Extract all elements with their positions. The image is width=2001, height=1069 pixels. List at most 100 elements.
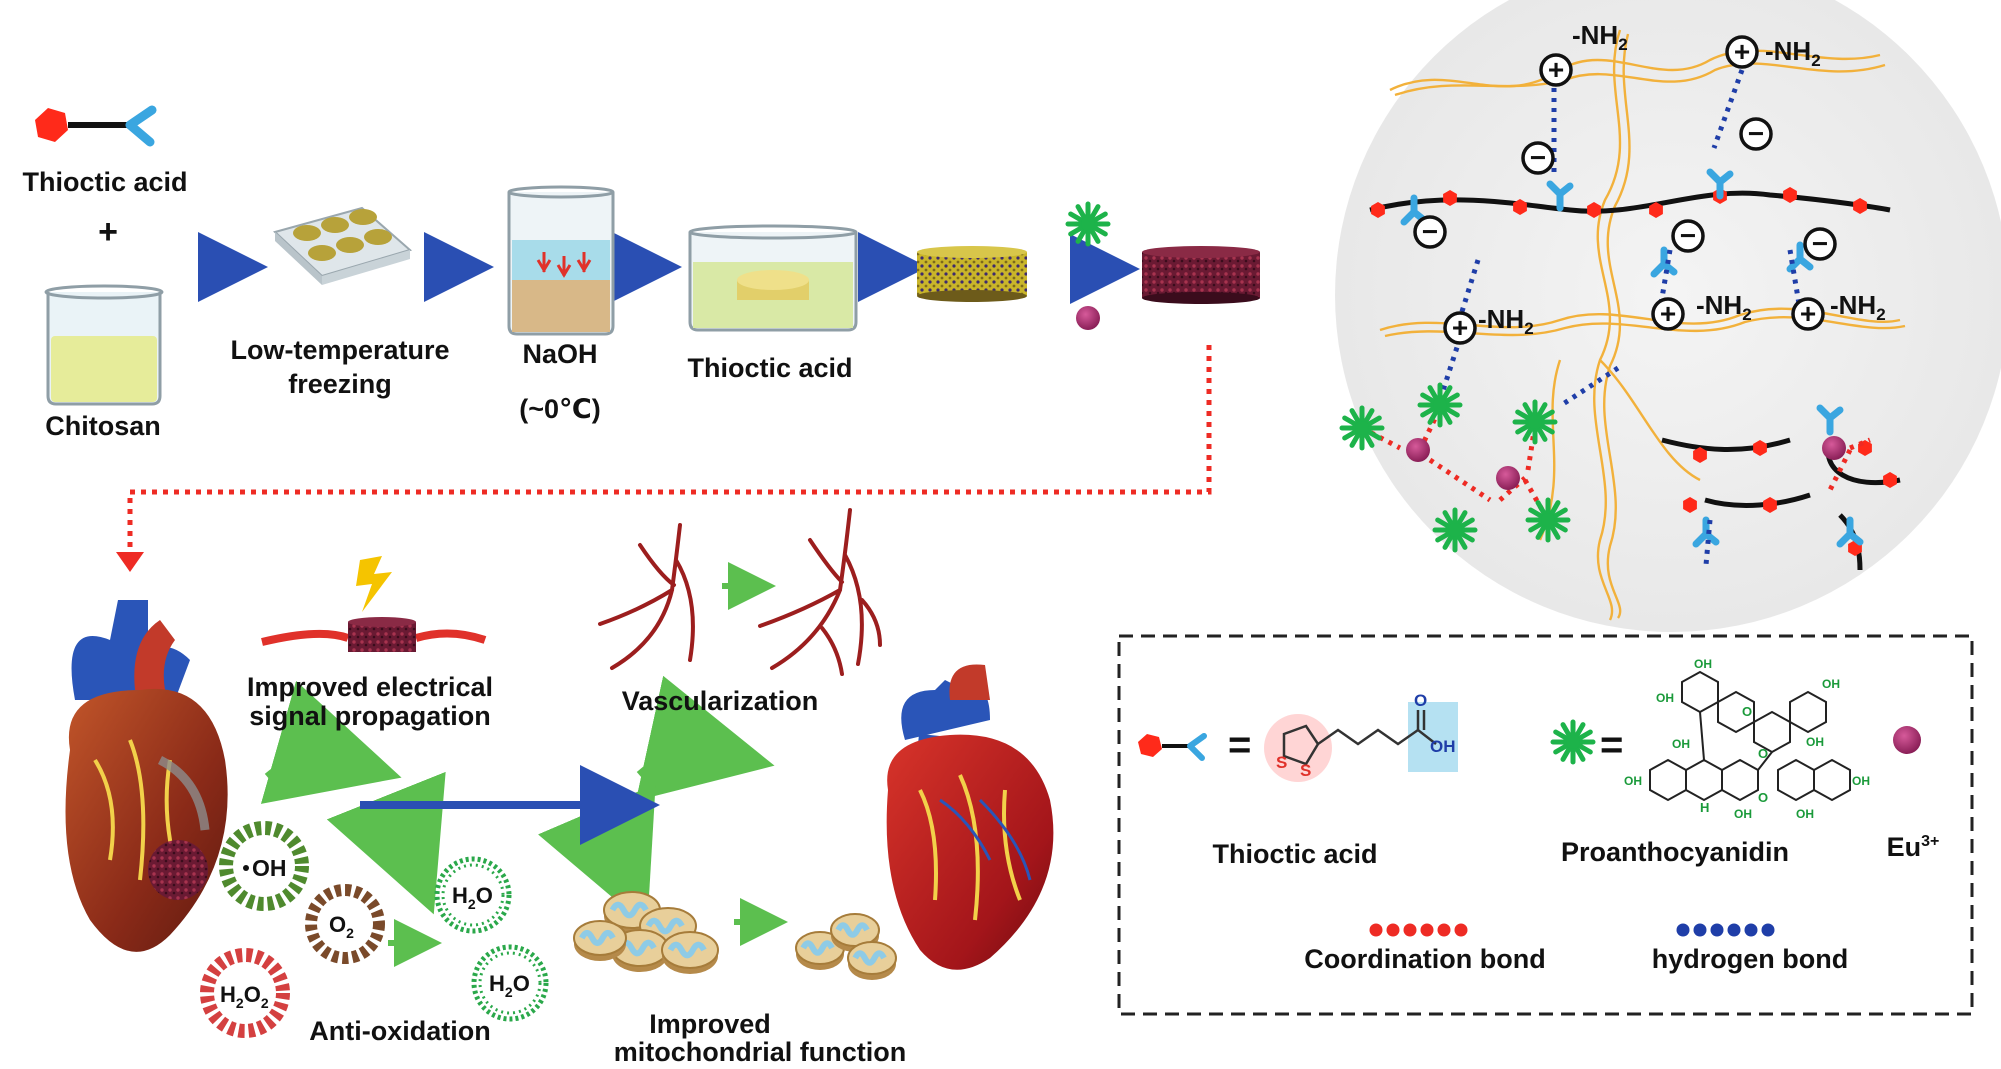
hexagon-node: [1371, 202, 1385, 218]
proanthocyanidin-oh-1: OH: [1694, 657, 1712, 671]
mitochondria-label-line1: Improved: [649, 1009, 771, 1039]
amine-plus-2: +: [1725, 35, 1759, 69]
carboxylate-charges: −−−−−: [1413, 117, 1837, 261]
legend-thioctic-icon: [1138, 733, 1207, 761]
mitochondria-icon: [573, 891, 897, 980]
carboxylate-minus-3: −: [1413, 215, 1447, 249]
hexagon-node: [1443, 190, 1457, 206]
carboxyl-tail: [1650, 246, 1678, 278]
carboxyl-tail: [1546, 180, 1574, 212]
thioctic-o: O: [1414, 691, 1427, 710]
thioctic-acid-label: Thioctic acid: [22, 167, 188, 197]
carboxyl-tail: [1836, 516, 1864, 548]
proanthocyanidin-oh-9: OH: [1796, 807, 1814, 821]
vascularization-label: Vascularization: [621, 686, 819, 716]
proanthocyanidin-h: H: [1700, 800, 1709, 815]
network-zoom: +++++ −−−−−: [1335, 0, 2001, 632]
legend-box: [1117, 634, 1974, 1016]
svg-text:−: −: [1812, 228, 1828, 259]
network-star-4: [1525, 497, 1571, 543]
lightning-icon: [356, 556, 392, 612]
hexagon-node: [1587, 202, 1601, 218]
electrical-signal-icon: [261, 556, 487, 652]
plus-sign: +: [98, 213, 118, 251]
network-amine-1: -NH2: [1572, 20, 1628, 54]
hydroxyl-radical-ring: [219, 821, 309, 911]
network-amine-2: -NH2: [1765, 36, 1821, 70]
amine-plus-5: +: [1791, 297, 1825, 331]
proanthocyanidin-oh-2: OH: [1656, 691, 1674, 705]
svg-text:+: +: [1452, 312, 1468, 343]
legend-coordination-label: Coordination bond: [1304, 944, 1546, 974]
network-amine-3: -NH2: [1478, 304, 1534, 338]
svg-text:+: +: [1734, 36, 1750, 67]
proanthocyanidin-star: [1065, 201, 1111, 247]
thioctic-acid-structure: [1264, 702, 1458, 782]
chitosan-beaker-icon: [44, 284, 164, 406]
hexagon-node: [1683, 497, 1697, 513]
water-rings: [434, 856, 549, 1022]
network-star-3: [1512, 399, 1558, 445]
proanthocyanidin-oh-6: OH: [1624, 774, 1642, 788]
amine-plus-1: +: [1539, 53, 1573, 87]
network-eu-ions: [1406, 436, 1846, 490]
freezing-label-line2: freezing: [288, 369, 392, 399]
hexagon-node: [1883, 472, 1897, 488]
well-plate-icon: [273, 206, 413, 285]
proanthocyanidin-oh-8: OH: [1734, 807, 1752, 821]
coordination-bond-swatch: [1369, 923, 1468, 937]
mitochondrion: [847, 941, 897, 980]
thioctic-s1: S: [1276, 753, 1287, 772]
thioctic-s2: S: [1300, 761, 1311, 780]
proanthocyanidin-oh-3: OH: [1822, 677, 1840, 691]
dotted-connector: [116, 345, 1212, 572]
legend-thioctic-label: Thioctic acid: [1212, 839, 1378, 869]
electrical-label-line1: Improved electrical: [246, 672, 494, 702]
carboxyl-tail: [1816, 404, 1844, 436]
network-star-5: [1432, 507, 1478, 553]
carboxylate-minus-1: −: [1521, 141, 1555, 175]
water-label-2: H2O: [489, 971, 530, 1000]
hexagon-node: [1649, 202, 1663, 218]
svg-text:+: +: [1660, 298, 1676, 329]
legend-equals-2: =: [1600, 723, 1623, 767]
hexagon-node: [1853, 198, 1867, 214]
healthy-heart-icon: [886, 664, 1054, 970]
legend-proanthocyanidin-star: [1550, 719, 1596, 765]
thioctic-oh: OH: [1430, 737, 1456, 756]
network-star-1: [1339, 405, 1385, 451]
mitochondria-label-line2: mitochondrial function: [613, 1037, 907, 1067]
scaffold-red-icon: [1142, 246, 1260, 304]
carboxyl-tail: [1706, 168, 1734, 200]
network-star-2: [1417, 382, 1463, 428]
proanthocyanidin-oh-4: OH: [1806, 735, 1824, 749]
electrical-label-line2: signal propagation: [249, 701, 491, 731]
hexagon-node: [1693, 447, 1707, 463]
vessel-sparse-icon: [598, 523, 695, 670]
proanthocyanidin-o-3: O: [1758, 790, 1768, 805]
legend-eu-icon: [1893, 726, 1921, 754]
svg-text:−: −: [1422, 216, 1438, 247]
legend-eu-label: Eu3+: [1886, 832, 1940, 862]
proanthocyanidin-star-icon: [1065, 201, 1111, 247]
superoxide-ring: [305, 884, 385, 964]
hydroxyl-label: OH: [252, 855, 287, 881]
scaffold-yellow-icon: [917, 246, 1027, 302]
carboxyl-tail: [1692, 516, 1720, 548]
eu-ion-icon: [1076, 306, 1100, 330]
svg-text:+: +: [1800, 298, 1816, 329]
carboxylate-minus-5: −: [1803, 227, 1837, 261]
naoh-temperature-label: (~0℃): [519, 394, 601, 424]
proanthocyanidin-oh-7: OH: [1852, 774, 1870, 788]
anti-oxidation-label: Anti-oxidation: [309, 1016, 491, 1046]
superoxide-label: O2: [329, 912, 354, 941]
proanthocyanidin-structure: [1649, 670, 1851, 802]
freezing-label-line1: Low-temperature: [230, 335, 450, 365]
hydrogen-peroxide-ring: [200, 948, 290, 1038]
hexagon-node: [1763, 497, 1777, 513]
amine-charges: + + + + +: [1443, 35, 1825, 345]
mitochondrion: [661, 931, 719, 974]
water-label-1: H2O: [452, 883, 493, 912]
carboxylate-minus-4: −: [1671, 219, 1705, 253]
hydrogen-peroxide-label: H2O2: [220, 982, 269, 1011]
